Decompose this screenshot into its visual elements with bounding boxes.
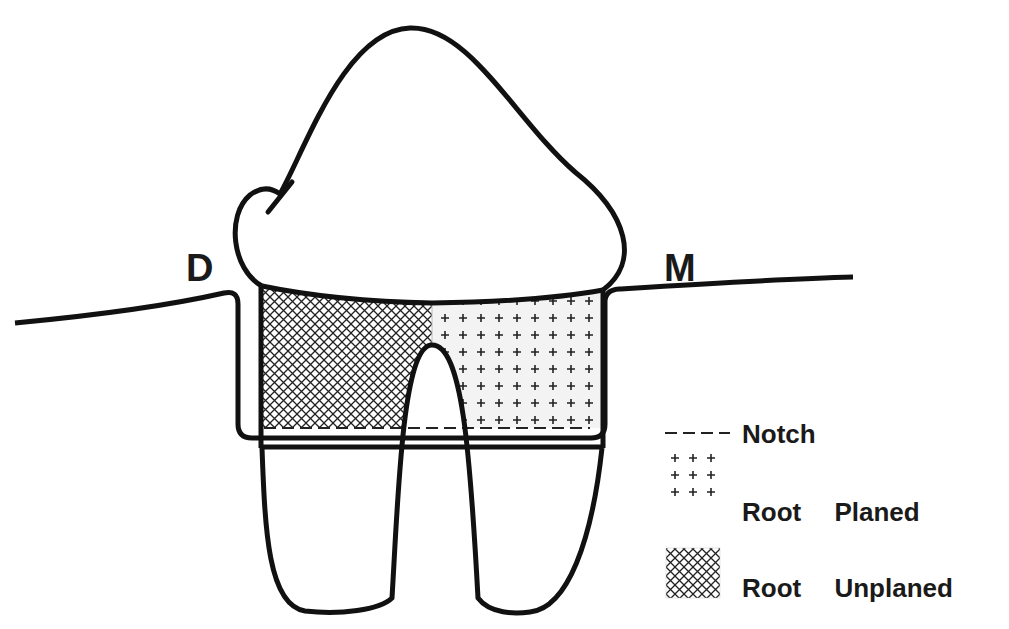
legend-text: Root Unplaned: [742, 575, 953, 601]
side-label: M: [664, 249, 696, 287]
legend-planed-sample: [666, 450, 720, 501]
side-label: D: [186, 249, 213, 287]
furcation: [392, 345, 478, 600]
cusp-hook: [268, 182, 292, 212]
legend-unplaned-sample: [666, 548, 720, 598]
roots-outline: [262, 345, 602, 613]
gingiva-outline: [15, 277, 853, 438]
root-trunk: [261, 286, 603, 448]
crown-outline: [235, 28, 624, 290]
cemento-enamel-junction: [262, 286, 603, 303]
legend-notch-sample: [665, 432, 730, 434]
notch-line: [264, 427, 590, 429]
legend-text: Notch: [742, 421, 816, 447]
legend-text: Root Planed: [742, 499, 920, 525]
